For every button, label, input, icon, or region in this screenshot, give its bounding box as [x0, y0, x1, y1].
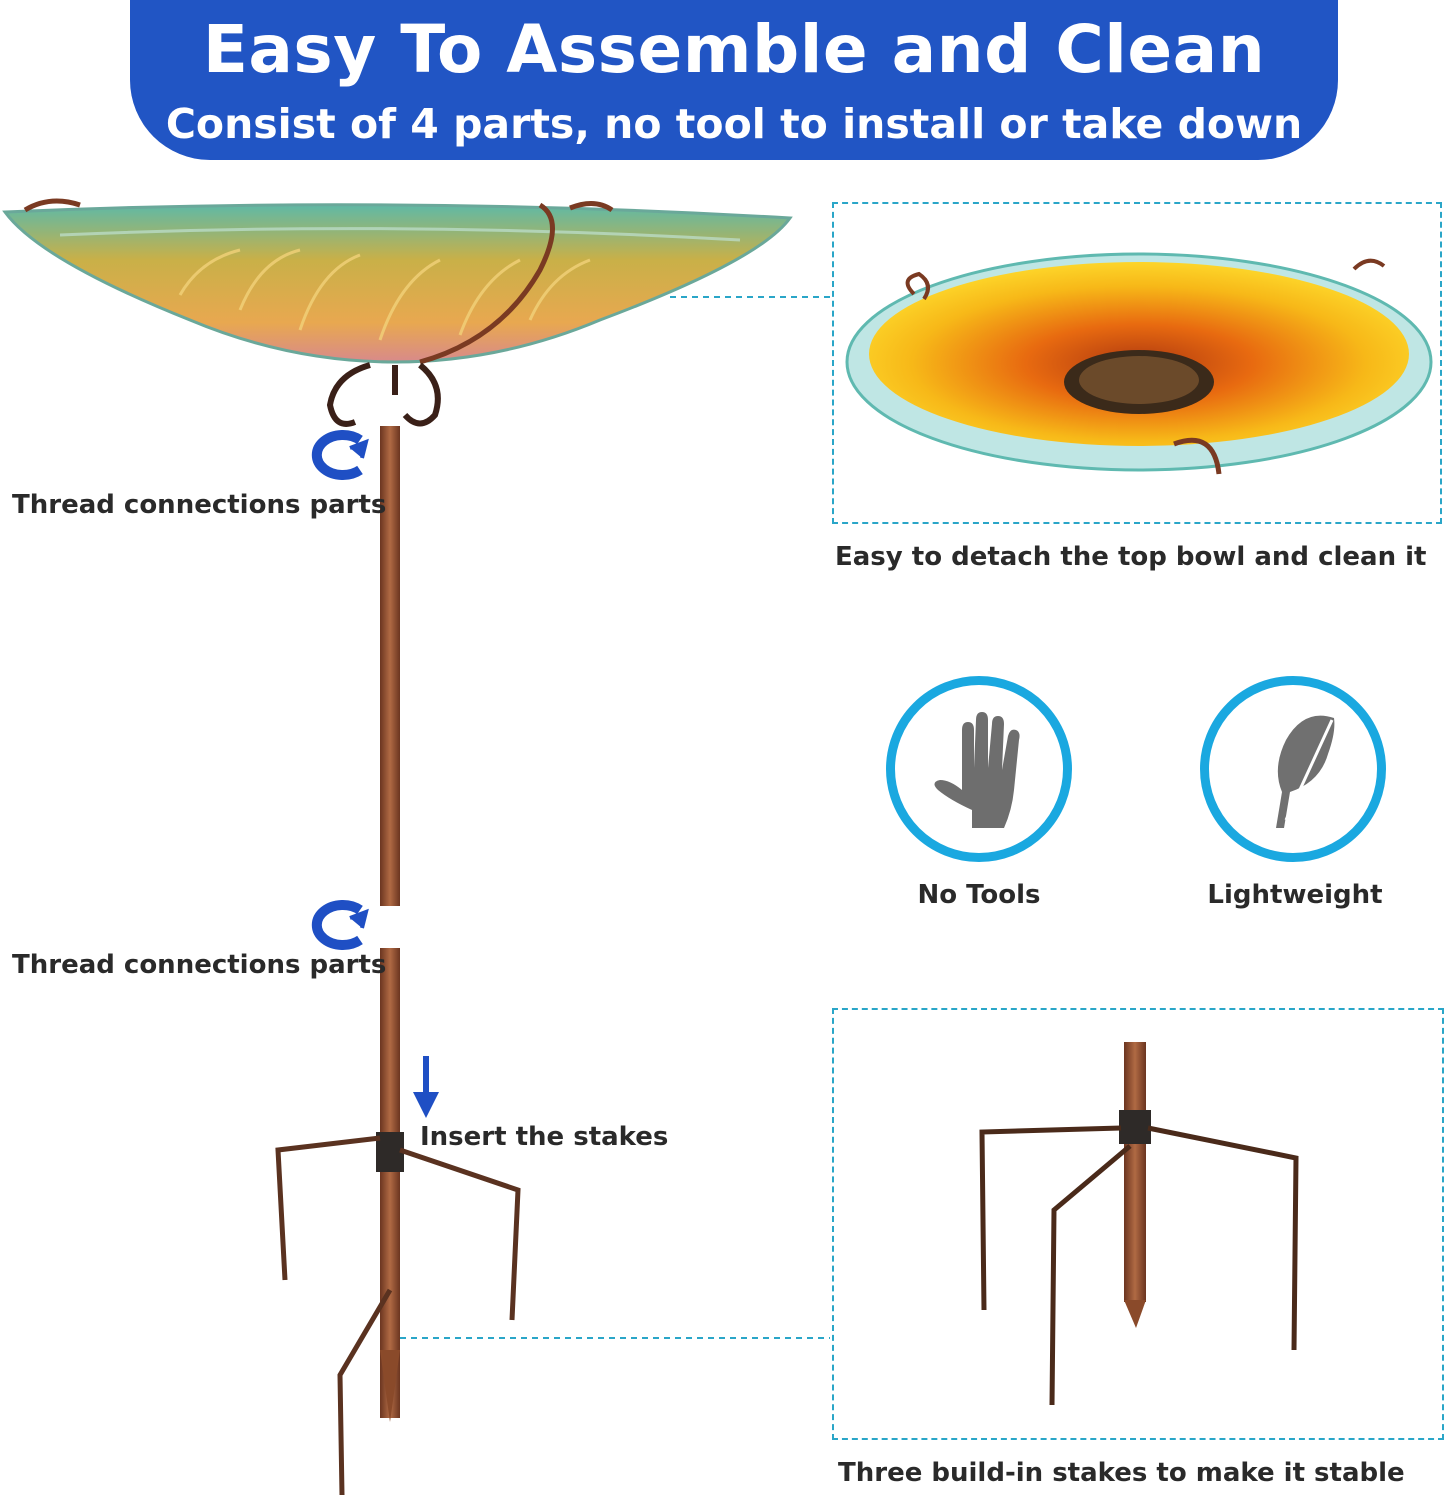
stake-legs: [275, 1135, 521, 1496]
bowl-caption: Easy to detach the top bowl and clean it: [835, 542, 1427, 572]
no-tools-badge: [886, 676, 1072, 862]
banner-subtitle: Consist of 4 parts, no tool to install o…: [165, 100, 1303, 148]
pole-spike: [380, 1350, 400, 1422]
feature-label-no-tools: No Tools: [917, 880, 1041, 910]
bowl-detail-box: [832, 202, 1442, 524]
bowl-holder-curls: [326, 362, 441, 427]
banner-title: Easy To Assemble and Clean: [202, 11, 1266, 88]
rotate-icon-1: [311, 430, 369, 480]
upper-pole: [380, 426, 400, 906]
stakes-caption: Three build-in stakes to make it stable: [838, 1458, 1405, 1488]
lower-pole: [380, 948, 400, 1418]
hand-icon: [934, 712, 1020, 828]
birdbath-illustration: [2, 198, 830, 1496]
feature-label-lightweight: Lightweight: [1207, 880, 1383, 910]
lightweight-badge: [1200, 676, 1386, 862]
rotate-icon-2: [311, 900, 369, 950]
bowl-side-view: [2, 198, 793, 365]
stakes-image: [979, 1042, 1299, 1406]
sunflower-bowl-image: [845, 252, 1433, 475]
stakes-detail-box: [832, 1008, 1444, 1440]
insert-stakes-label: Insert the stakes: [420, 1122, 669, 1152]
thread-label-top: Thread connections parts: [12, 490, 387, 520]
thread-label-bottom: Thread connections parts: [12, 950, 387, 980]
feather-icon: [1276, 715, 1335, 828]
header-banner: [130, 0, 1338, 160]
down-arrow-icon: [413, 1056, 439, 1118]
